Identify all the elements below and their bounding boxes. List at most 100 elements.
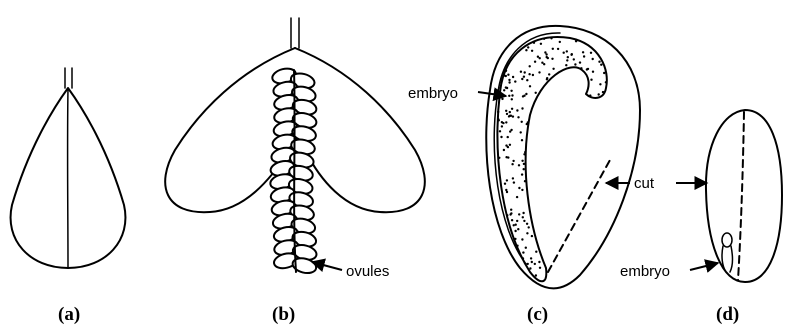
stipple-dot [508, 95, 510, 97]
stipple-dot [503, 74, 505, 76]
stipple-dot [527, 121, 529, 123]
seed-coat-inner [494, 33, 560, 264]
stipple-dot [521, 189, 523, 191]
stipple-dot [580, 67, 582, 69]
stipple-dot [567, 56, 569, 58]
stipple-dot [583, 55, 585, 57]
stipple-dot [590, 52, 592, 54]
stipple-dot [503, 149, 505, 151]
stipple-dot [518, 187, 520, 189]
stipple-dot [499, 130, 501, 132]
stipple-dot [511, 219, 513, 221]
stipple-dot [598, 61, 600, 63]
stipple-dot [534, 61, 536, 63]
stipple-dot [526, 232, 528, 234]
stipple-dot [603, 72, 605, 74]
stipple-dot [508, 81, 510, 83]
stipple-dot [538, 261, 540, 263]
stipple-dot [515, 224, 517, 226]
stipple-dot [510, 129, 512, 131]
stipple-dot [522, 251, 524, 253]
stipple-dot [508, 79, 510, 81]
embryo-pointer-arrow-d [690, 263, 718, 270]
stipple-dot [506, 214, 508, 216]
stipple-dot [505, 144, 507, 146]
stipple-dot [505, 121, 507, 123]
stipple-dot [605, 81, 607, 83]
stipple-dot [514, 80, 516, 82]
stipple-dot [506, 113, 508, 115]
embryo-body-d [722, 246, 732, 272]
stipple-dot [497, 111, 499, 113]
stipple-dot [600, 63, 602, 65]
stipple-dot [523, 153, 525, 155]
stipple-dot [550, 37, 552, 39]
stipple-dot [525, 49, 527, 51]
embryo-radicle-d [722, 233, 732, 247]
stipple-dot [505, 110, 507, 112]
stipple-dot [522, 212, 524, 214]
stipple-dot [497, 118, 499, 120]
stipple-dot [512, 76, 514, 78]
stipple-dot [521, 139, 523, 141]
stipple-dot [521, 173, 523, 175]
stipple-dot [511, 94, 513, 96]
stipple-dot [566, 59, 568, 61]
stipple-dot [522, 95, 524, 97]
stipple-dot [512, 160, 514, 162]
panel-d-seed-external [706, 110, 782, 282]
stipple-dot [516, 196, 518, 198]
embryo-stipple [497, 37, 607, 277]
stipple-dot [534, 263, 536, 265]
stipple-dot [520, 131, 522, 133]
embryo-pointer-arrow-c [478, 92, 506, 96]
stipple-dot [532, 74, 534, 76]
stipple-dot [521, 238, 523, 240]
stipple-dot [528, 73, 530, 75]
stipple-dot [511, 163, 513, 165]
stipple-dot [525, 93, 527, 95]
panel-c-seed-section [486, 26, 640, 288]
stipple-dot [509, 111, 511, 113]
stipple-dot [521, 107, 523, 109]
stipple-dot [602, 91, 604, 93]
stipple-dot [574, 63, 576, 65]
ovules-annotation: ovules [346, 263, 389, 280]
stipple-dot [523, 76, 525, 78]
stipple-dot [521, 160, 523, 162]
stipple-dot [552, 48, 554, 50]
stipple-dot [501, 121, 503, 123]
stipple-dot [514, 230, 516, 232]
stipple-dot [557, 48, 559, 50]
stipple-dot [528, 226, 530, 228]
pod-stalk [291, 18, 299, 48]
stipple-dot [513, 181, 515, 183]
stipple-dot [510, 90, 512, 92]
stipple-dot [540, 43, 542, 45]
stipple-dot [509, 144, 511, 146]
stipple-dot [522, 216, 524, 218]
stipple-dot [527, 46, 529, 48]
stipple-dot [517, 116, 519, 118]
stipple-dot [537, 56, 539, 58]
pod-stalk [65, 68, 72, 88]
stipple-dot [531, 235, 533, 237]
stipple-dot [514, 238, 516, 240]
stipple-dot [599, 83, 601, 85]
stipple-dot [503, 89, 505, 91]
stipple-dot [530, 257, 532, 259]
stipple-dot [523, 220, 525, 222]
stipple-dot [565, 64, 567, 66]
stipple-dot [539, 267, 541, 269]
stipple-dot [505, 156, 507, 158]
stipple-dot [510, 212, 512, 214]
stipple-dot [592, 71, 594, 73]
panel-label-a: (a) [58, 304, 80, 325]
stipple-dot [531, 50, 533, 52]
stipple-dot [546, 56, 548, 58]
stipple-dot [522, 257, 524, 259]
embryo-annotation-c: embryo [408, 85, 458, 102]
stipple-dot [524, 151, 526, 153]
stipple-dot [529, 65, 531, 67]
